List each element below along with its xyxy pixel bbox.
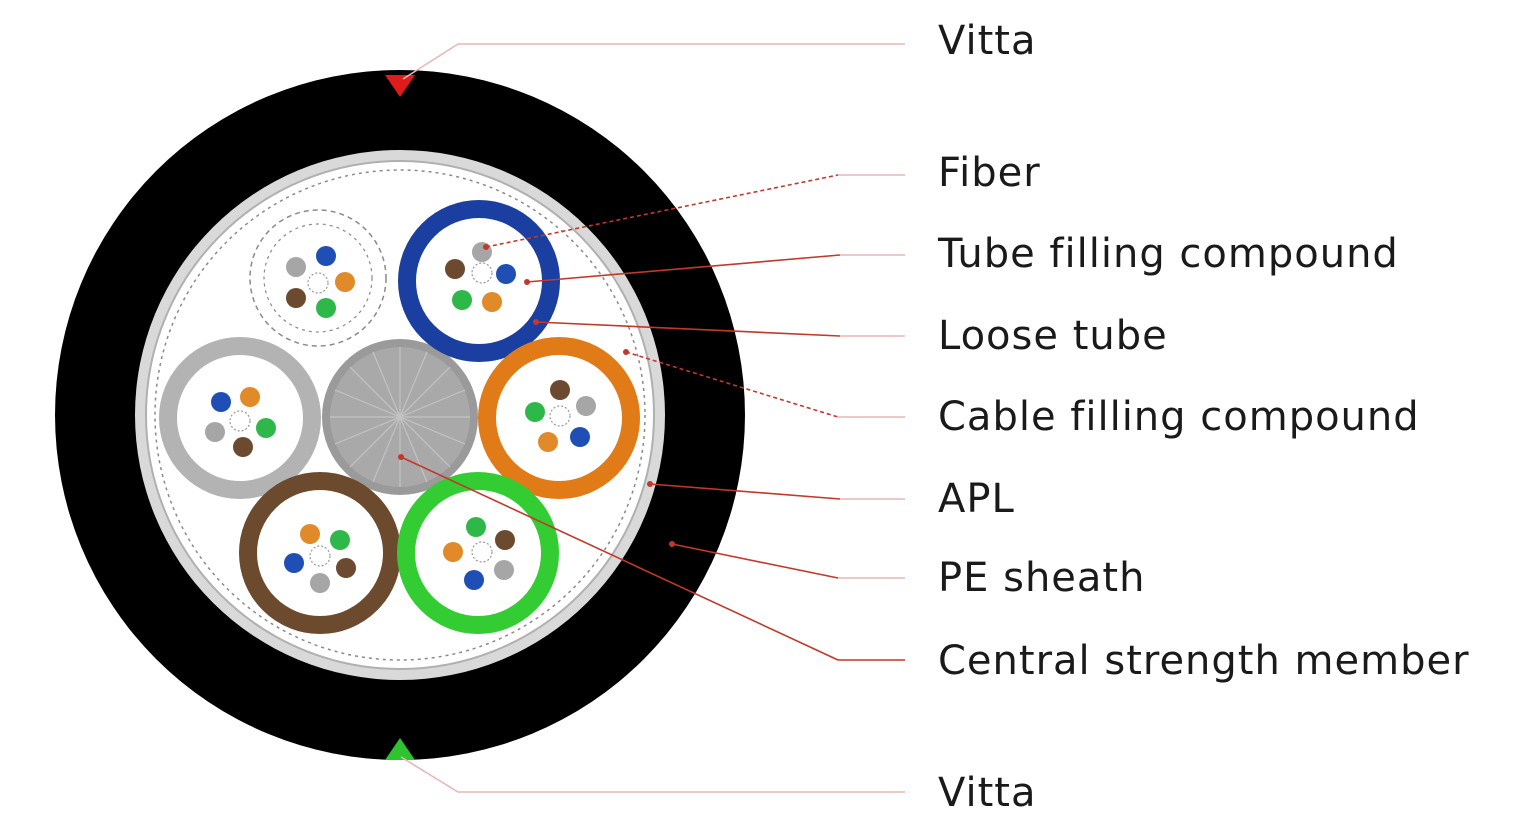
central-strength-member bbox=[322, 339, 478, 495]
loose-tube-orange bbox=[478, 337, 640, 499]
loose-tube-brown bbox=[239, 472, 401, 634]
label-cable-filling-compound: Cable filling compound bbox=[938, 394, 1420, 440]
label-vitta-bottom: Vitta bbox=[938, 770, 1036, 816]
vitta-bottom-marker bbox=[385, 738, 415, 760]
vitta-top-marker bbox=[385, 75, 415, 97]
label-pe-sheath: PE sheath bbox=[938, 555, 1145, 601]
loose-tube-grey bbox=[159, 337, 321, 499]
label-central-strength-member: Central strength member bbox=[938, 638, 1470, 684]
fiber-bundle bbox=[286, 246, 355, 318]
label-loose-tube: Loose tube bbox=[938, 313, 1168, 359]
core-dashed-boundary bbox=[154, 169, 646, 661]
label-apl: APL bbox=[938, 476, 1015, 522]
label-vitta-top: Vitta bbox=[938, 18, 1036, 64]
label-tube-filling-compound: Tube filling compound bbox=[937, 231, 1399, 277]
label-fiber: Fiber bbox=[938, 150, 1041, 196]
loose-tube-green bbox=[397, 472, 559, 634]
leader-lines bbox=[398, 43, 905, 793]
